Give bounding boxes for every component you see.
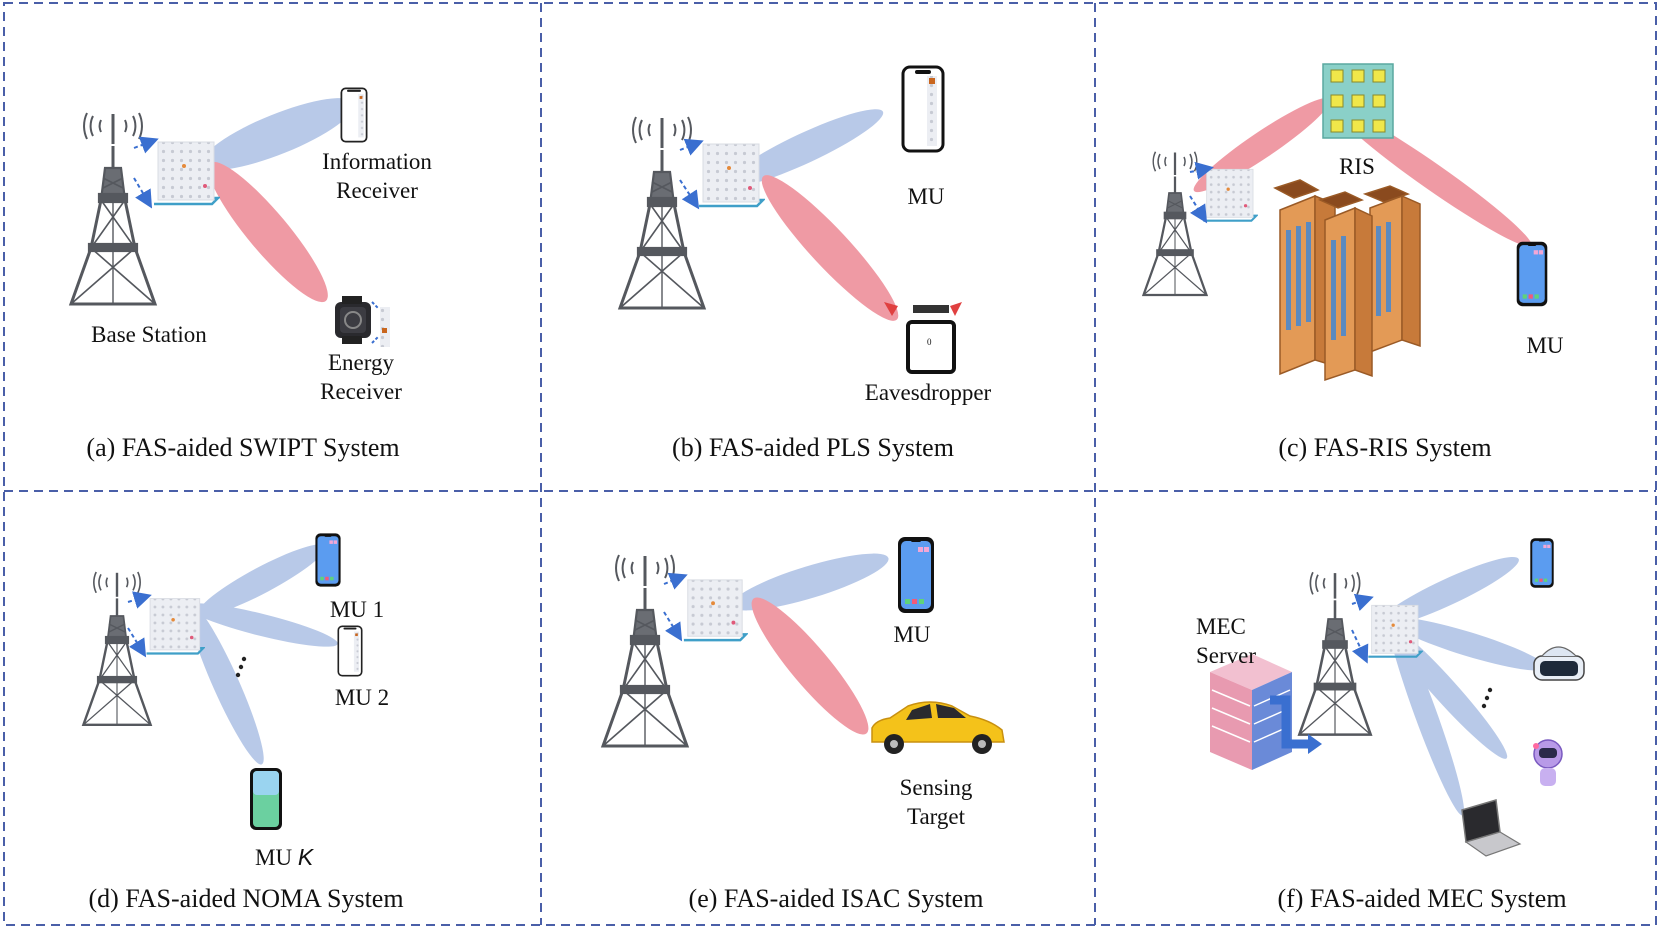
ris-label: RIS (1339, 154, 1375, 179)
base-station-tower-icon (618, 115, 706, 310)
base-station-tower-icon (601, 553, 689, 748)
beam-mu2 (186, 603, 338, 647)
mu1-label: MU 1 (330, 597, 384, 622)
mu-phone-icon (1516, 241, 1548, 307)
panel-d-noma: MU 1 MU 2 MU K (d) FAS-aided NOMA System (81, 533, 404, 913)
car-icon (871, 701, 1005, 754)
panel-f-mec: MEC Server (f) FAS-aided MEC System (1196, 538, 1585, 913)
mu-phone-icon (898, 537, 934, 613)
base-station-label: Base Station (91, 322, 207, 347)
caption-b: (b) FAS-aided PLS System (672, 433, 954, 462)
mu2-label: MU 2 (335, 685, 389, 710)
beam-mu-blue (731, 553, 889, 611)
panel-b-pls: 0 MU Eavesdropper (b) FAS-aided PLS Syst… (618, 65, 992, 462)
panel-c-ris: RIS MU (c) FAS-RIS System (1142, 63, 1564, 462)
mu1-phone-icon (315, 533, 341, 587)
sensing-target-label-2: Target (907, 804, 966, 829)
fas-antenna-icon (1202, 168, 1258, 222)
mu-phone-icon (901, 65, 945, 153)
caption-a: (a) FAS-aided SWIPT System (86, 433, 399, 462)
fas-antenna-icon (697, 142, 765, 208)
mu-label: MU (893, 622, 930, 647)
beam-target-red (751, 597, 869, 735)
beam-mu1 (198, 544, 326, 616)
beam-bs-ris-red (1193, 97, 1331, 193)
caption-d: (d) FAS-aided NOMA System (88, 884, 403, 913)
muk-label: MU K (255, 844, 315, 870)
base-station-tower-icon (1297, 570, 1373, 736)
ellipsis-dots (235, 656, 247, 678)
energy-receiver-label-1: Energy (328, 350, 395, 375)
beam-eavesdropper-red (761, 175, 899, 321)
mu-label: MU (1526, 333, 1563, 358)
beam-muk (188, 603, 264, 765)
buildings-icon (1273, 179, 1421, 382)
information-receiver-label-2: Receiver (336, 178, 418, 203)
information-receiver-phone-icon (340, 87, 368, 143)
base-station-tower-icon (69, 111, 157, 306)
mu-label: MU (907, 184, 944, 209)
panel-a-swipt: Base Station Information Receiver Energy… (69, 87, 432, 462)
caption-c: (c) FAS-RIS System (1278, 433, 1491, 462)
caption-f: (f) FAS-aided MEC System (1277, 884, 1566, 913)
caption-e: (e) FAS-aided ISAC System (689, 884, 984, 913)
beam-energy-red (208, 161, 328, 303)
beam-ris-mu-red (1334, 107, 1532, 247)
information-receiver-label-1: Information (322, 149, 432, 174)
fas-antenna-icon (145, 597, 205, 655)
panel-e-isac: MU Sensing Target (e) FAS-aided ISAC Sys… (601, 537, 1005, 913)
smartphone-icon (1530, 538, 1554, 588)
beam-info-blue (201, 98, 355, 170)
beam-laptop (1385, 608, 1465, 816)
robot-icon (1533, 739, 1563, 786)
fas-antenna-icon (1367, 604, 1423, 658)
base-station-tower-icon (1142, 150, 1208, 297)
mec-server-label-2: Server (1196, 643, 1256, 668)
ris-panel-icon (1322, 63, 1394, 139)
mec-server-label-1: MEC (1196, 614, 1246, 639)
sensing-target-label-1: Sensing (900, 775, 973, 800)
beam-vr (1389, 617, 1547, 671)
panel-dividers (3, 2, 1657, 926)
fas-antenna-icon (682, 578, 748, 642)
fas-antenna-icon (152, 140, 220, 206)
vr-headset-icon (1533, 646, 1585, 681)
eavesdropper-label: Eavesdropper (865, 380, 992, 405)
muk-phone-icon (250, 768, 282, 830)
energy-receiver-watch-icon (335, 296, 390, 347)
ellipsis-dots (1481, 687, 1493, 709)
laptop-icon (1461, 799, 1522, 857)
eavesdropper-tablet-icon: 0 (884, 302, 962, 374)
energy-receiver-label-2: Receiver (320, 379, 402, 404)
beam-mu-blue (726, 109, 884, 187)
mec-server-icon (1210, 654, 1322, 770)
svg-text:0: 0 (927, 337, 932, 347)
mu2-phone-icon (337, 625, 363, 677)
